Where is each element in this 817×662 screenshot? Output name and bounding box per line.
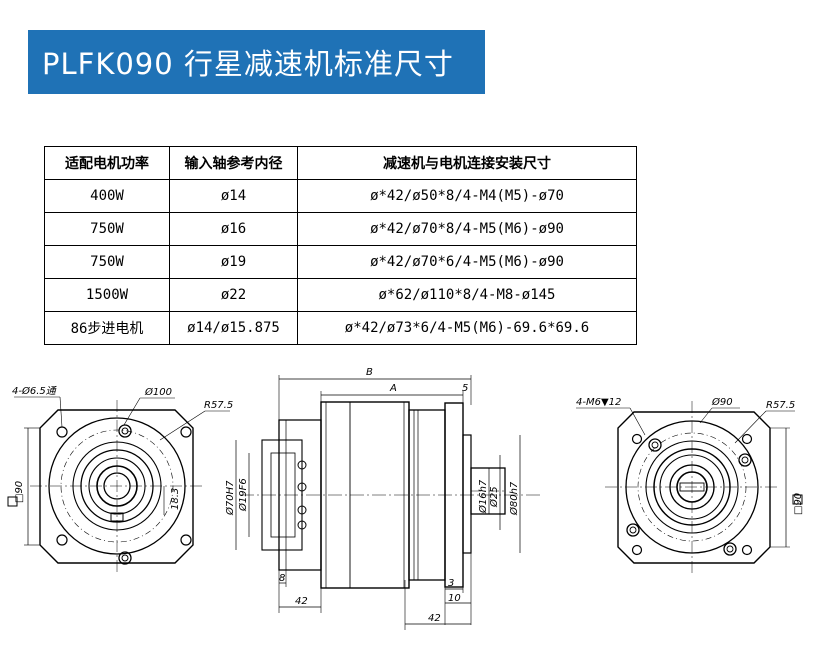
dim-5-label: 5 xyxy=(462,383,468,394)
cell-mount: ø*42/ø50*8/4-M4(M5)-ø70 xyxy=(297,179,637,213)
header-motor-power: 适配电机功率 xyxy=(44,146,170,180)
table-header-row: 适配电机功率 输入轴参考内径 减速机与电机连接安装尺寸 xyxy=(44,146,637,180)
right-pcd-label: Ø90 xyxy=(711,396,733,408)
left-end-view xyxy=(7,396,230,573)
header-input-bore: 输入轴参考内径 xyxy=(169,146,298,180)
cell-mount: ø*62/ø110*8/4-M8-ø145 xyxy=(297,278,637,312)
cell-power: 750W xyxy=(44,212,170,246)
page-title: PLFK090 行星减速机标准尺寸 xyxy=(28,30,485,94)
cell-bore: ø22 xyxy=(169,278,298,312)
left-pcd-label: Ø100 xyxy=(144,386,172,398)
table-row: 1500W ø22 ø*62/ø110*8/4-M8-ø145 xyxy=(44,278,637,312)
left-hole-label: 4-Ø6.5通 xyxy=(12,385,58,397)
cell-power: 86步进电机 xyxy=(44,311,170,345)
table-row: 86步进电机 ø14/ø15.875 ø*42/ø73*6/4-M5(M6)-6… xyxy=(44,311,637,345)
left-square-label: □90 xyxy=(14,481,25,503)
dim-b-label: B xyxy=(366,367,373,378)
cell-mount: ø*42/ø73*6/4-M5(M6)-69.6*69.6 xyxy=(297,311,637,345)
right-end-view xyxy=(576,401,803,573)
cell-power: 400W xyxy=(44,179,170,213)
dim-10-label: 10 xyxy=(448,593,461,604)
cell-bore: ø14/ø15.875 xyxy=(169,311,298,345)
table-row: 400W ø14 ø*42/ø50*8/4-M4(M5)-ø70 xyxy=(44,179,637,213)
table-row: 750W ø16 ø*42/ø70*8/4-M5(M6)-ø90 xyxy=(44,212,637,246)
cell-mount: ø*42/ø70*8/4-M5(M6)-ø90 xyxy=(297,212,637,246)
dim-80h7-label: Ø80h7 xyxy=(508,481,520,516)
dim-42-bottom-label: 42 xyxy=(428,613,441,624)
cell-bore: ø14 xyxy=(169,179,298,213)
dim-8-label: 8 xyxy=(279,573,285,584)
dim-16h-label: Ø16h7 xyxy=(477,479,489,514)
right-hole-label: 4-M6▼12 xyxy=(576,397,621,408)
cell-power: 750W xyxy=(44,245,170,279)
cell-mount: ø*42/ø70*6/4-M5(M6)-ø90 xyxy=(297,245,637,279)
cell-power: 1500W xyxy=(44,278,170,312)
table-row: 750W ø19 ø*42/ø70*6/4-M5(M6)-ø90 xyxy=(44,245,637,279)
spec-table: 适配电机功率 输入轴参考内径 减速机与电机连接安装尺寸 400W ø14 ø*4… xyxy=(44,146,637,345)
right-radius-label: R57.5 xyxy=(766,400,795,411)
dim-70h7-label: Ø70H7 xyxy=(224,480,236,516)
dim-42-left-label: 42 xyxy=(295,596,308,607)
cell-bore: ø19 xyxy=(169,245,298,279)
dim-19f6-label: Ø19F6 xyxy=(237,478,249,512)
dim-3-label: 3 xyxy=(448,578,454,589)
header-mount-size: 减速机与电机连接安装尺寸 xyxy=(297,146,637,180)
cell-bore: ø16 xyxy=(169,212,298,246)
side-view xyxy=(235,375,540,630)
right-square-label: □90 xyxy=(793,493,804,515)
dim-a-label: A xyxy=(389,383,397,394)
left-key-label: 18.3 xyxy=(170,488,181,510)
technical-drawing: 4-Ø6.5通 Ø100 R57.5 □90 18.3 B A 5 Ø70H7 … xyxy=(7,367,804,630)
left-radius-label: R57.5 xyxy=(204,400,233,411)
dim-25-label: Ø25 xyxy=(488,486,500,508)
